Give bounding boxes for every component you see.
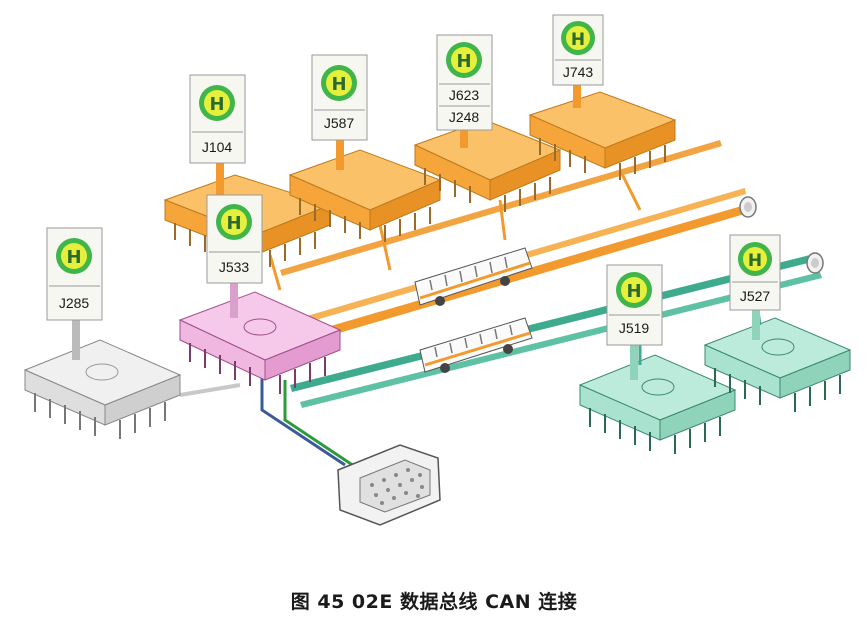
sign-glyph: H (748, 251, 762, 271)
label-j248: J248 (449, 109, 480, 125)
label-j623: J623 (449, 87, 480, 103)
label-j519: J519 (619, 320, 650, 336)
module-j533 (178, 291, 342, 394)
module-j285 (23, 339, 182, 439)
label-j587: J587 (324, 115, 355, 131)
bus-stop-sign-icon: H J285 (46, 227, 103, 360)
bus-stop-sign-icon: H J743 (552, 14, 604, 108)
bus-stop-sign-icon: H J527 (729, 234, 781, 340)
bus-stop-sign-icon: H J587 (311, 54, 368, 170)
sign-glyph: H (626, 281, 641, 302)
label-j104: J104 (202, 139, 233, 155)
module-j623-j248 (413, 119, 562, 212)
label-j533: J533 (219, 259, 250, 275)
sign-glyph: H (66, 247, 81, 268)
terminator-resistor-icon (806, 252, 824, 274)
module-j519 (578, 354, 737, 454)
bus-vehicle-icon (414, 247, 533, 306)
label-j527: J527 (740, 288, 771, 304)
terminator-resistor-icon (739, 196, 757, 218)
bus-stop-sign-icon: H J533 (206, 194, 263, 318)
bus-stop-sign-icon: H J104 (189, 74, 246, 200)
label-j285: J285 (59, 295, 90, 311)
green-can-bus (290, 255, 822, 408)
label-j743: J743 (563, 64, 594, 80)
sign-glyph: H (209, 94, 224, 115)
diagnostic-connector-icon (337, 444, 441, 526)
module-j587 (288, 149, 442, 242)
sign-glyph: H (226, 213, 241, 234)
sign-glyph: H (331, 74, 346, 95)
bus-vehicle-icon (419, 317, 533, 373)
sign-glyph: H (456, 51, 471, 72)
figure-caption: 图 45 02E 数据总线 CAN 连接 (290, 591, 578, 613)
diagnostic-wires (179, 375, 361, 472)
sign-glyph: H (571, 30, 585, 50)
bus-stop-sign-icon: H J623 J248 (436, 34, 493, 148)
module-j527 (703, 317, 852, 412)
bus-stop-sign-icon: H J519 (606, 264, 663, 380)
